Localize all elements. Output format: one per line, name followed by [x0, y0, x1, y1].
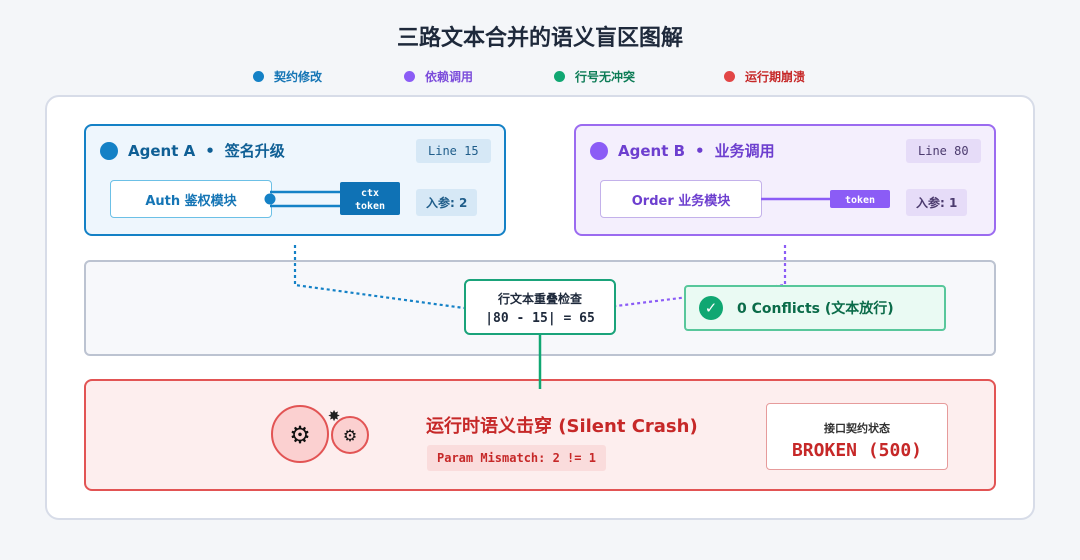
- legend-runtime-crash: 运行期崩溃: [724, 68, 805, 85]
- legend-dependency-call: 依赖调用: [404, 68, 473, 85]
- agent-b-connector: [615, 245, 787, 308]
- param-box-a: [340, 182, 400, 215]
- param-a-line1: ctx: [361, 188, 379, 199]
- agent-a-module: Auth 鉴权模块: [110, 180, 272, 218]
- param-b-label: token: [845, 195, 875, 206]
- legend-dot-icon: [404, 71, 415, 82]
- agent-a-name: Agent A: [128, 141, 196, 160]
- param-joint-dot-icon: [264, 193, 276, 205]
- legend-dot-icon: [554, 71, 565, 82]
- agent-b-name: Agent B: [618, 141, 686, 160]
- legend-label: 行号无冲突: [575, 70, 636, 84]
- agent-a-line-badge: Line 15: [416, 139, 491, 163]
- separator: •: [695, 141, 705, 160]
- legend-label: 契约修改: [274, 70, 323, 84]
- line-overlap-check-box: 行文本重叠检查 |80 - 15| = 65: [464, 279, 616, 335]
- agent-a-panel: Agent A • 签名升级 Line 15 Auth 鉴权模块 入参: 2: [84, 124, 506, 236]
- agent-b-header: Agent B • 业务调用: [590, 140, 775, 161]
- zero-conflicts-box: ✓ 0 Conflicts (文本放行): [684, 285, 946, 331]
- check-icon: ✓: [699, 296, 723, 320]
- legend-dot-icon: [724, 71, 735, 82]
- conflicts-label: 0 Conflicts (文本放行): [737, 301, 894, 317]
- agent-a-connector: [293, 245, 465, 310]
- legend-label: 依赖调用: [425, 70, 474, 84]
- check-title: 行文本重叠检查: [497, 292, 582, 306]
- agent-a-param-count: 入参: 2: [416, 189, 478, 216]
- separator: •: [205, 141, 215, 160]
- agent-a-role: 签名升级: [224, 142, 285, 160]
- agent-a-dot-icon: [100, 141, 118, 160]
- legend-dot-icon: [253, 71, 264, 82]
- spark-burst-icon: ✸: [328, 407, 341, 425]
- gear-small-circle: [331, 416, 369, 454]
- agent-a-header: Agent A • 签名升级: [100, 140, 285, 161]
- gear-large-icon: ⚙: [289, 421, 311, 449]
- crash-title: 运行时语义击穿 (Silent Crash): [426, 416, 698, 437]
- check-formula: |80 - 15| = 65: [485, 311, 595, 326]
- contract-status-box: 接口契约状态 BROKEN (500): [766, 403, 948, 470]
- legend-no-line-conflict: 行号无冲突: [554, 68, 635, 85]
- contract-status-label: 接口契约状态: [824, 422, 890, 435]
- param-mismatch-badge: Param Mismatch: 2 != 1: [427, 445, 606, 471]
- agent-b-line-badge: Line 80: [906, 139, 981, 163]
- agent-b-module: Order 业务模块: [600, 180, 762, 218]
- agent-b-panel: Agent B • 业务调用 Line 80 Order 业务模块 入参: 1: [574, 124, 996, 236]
- gear-large-circle: [271, 405, 329, 463]
- agent-b-role: 业务调用: [714, 142, 775, 160]
- runtime-crash-panel: 运行时语义击穿 (Silent Crash) Param Mismatch: 2…: [84, 379, 996, 491]
- legend-label: 运行期崩溃: [745, 70, 806, 84]
- contract-status-value: BROKEN (500): [791, 440, 923, 461]
- param-a-line2: token: [355, 201, 385, 212]
- page-title: 三路文本合并的语义盲区图解: [396, 26, 683, 51]
- legend-contract-change: 契约修改: [253, 68, 322, 85]
- agent-b-dot-icon: [590, 141, 608, 160]
- param-box-b: [830, 190, 890, 208]
- agent-b-param-count: 入参: 1: [906, 189, 968, 216]
- gear-small-icon: ⚙: [343, 426, 357, 445]
